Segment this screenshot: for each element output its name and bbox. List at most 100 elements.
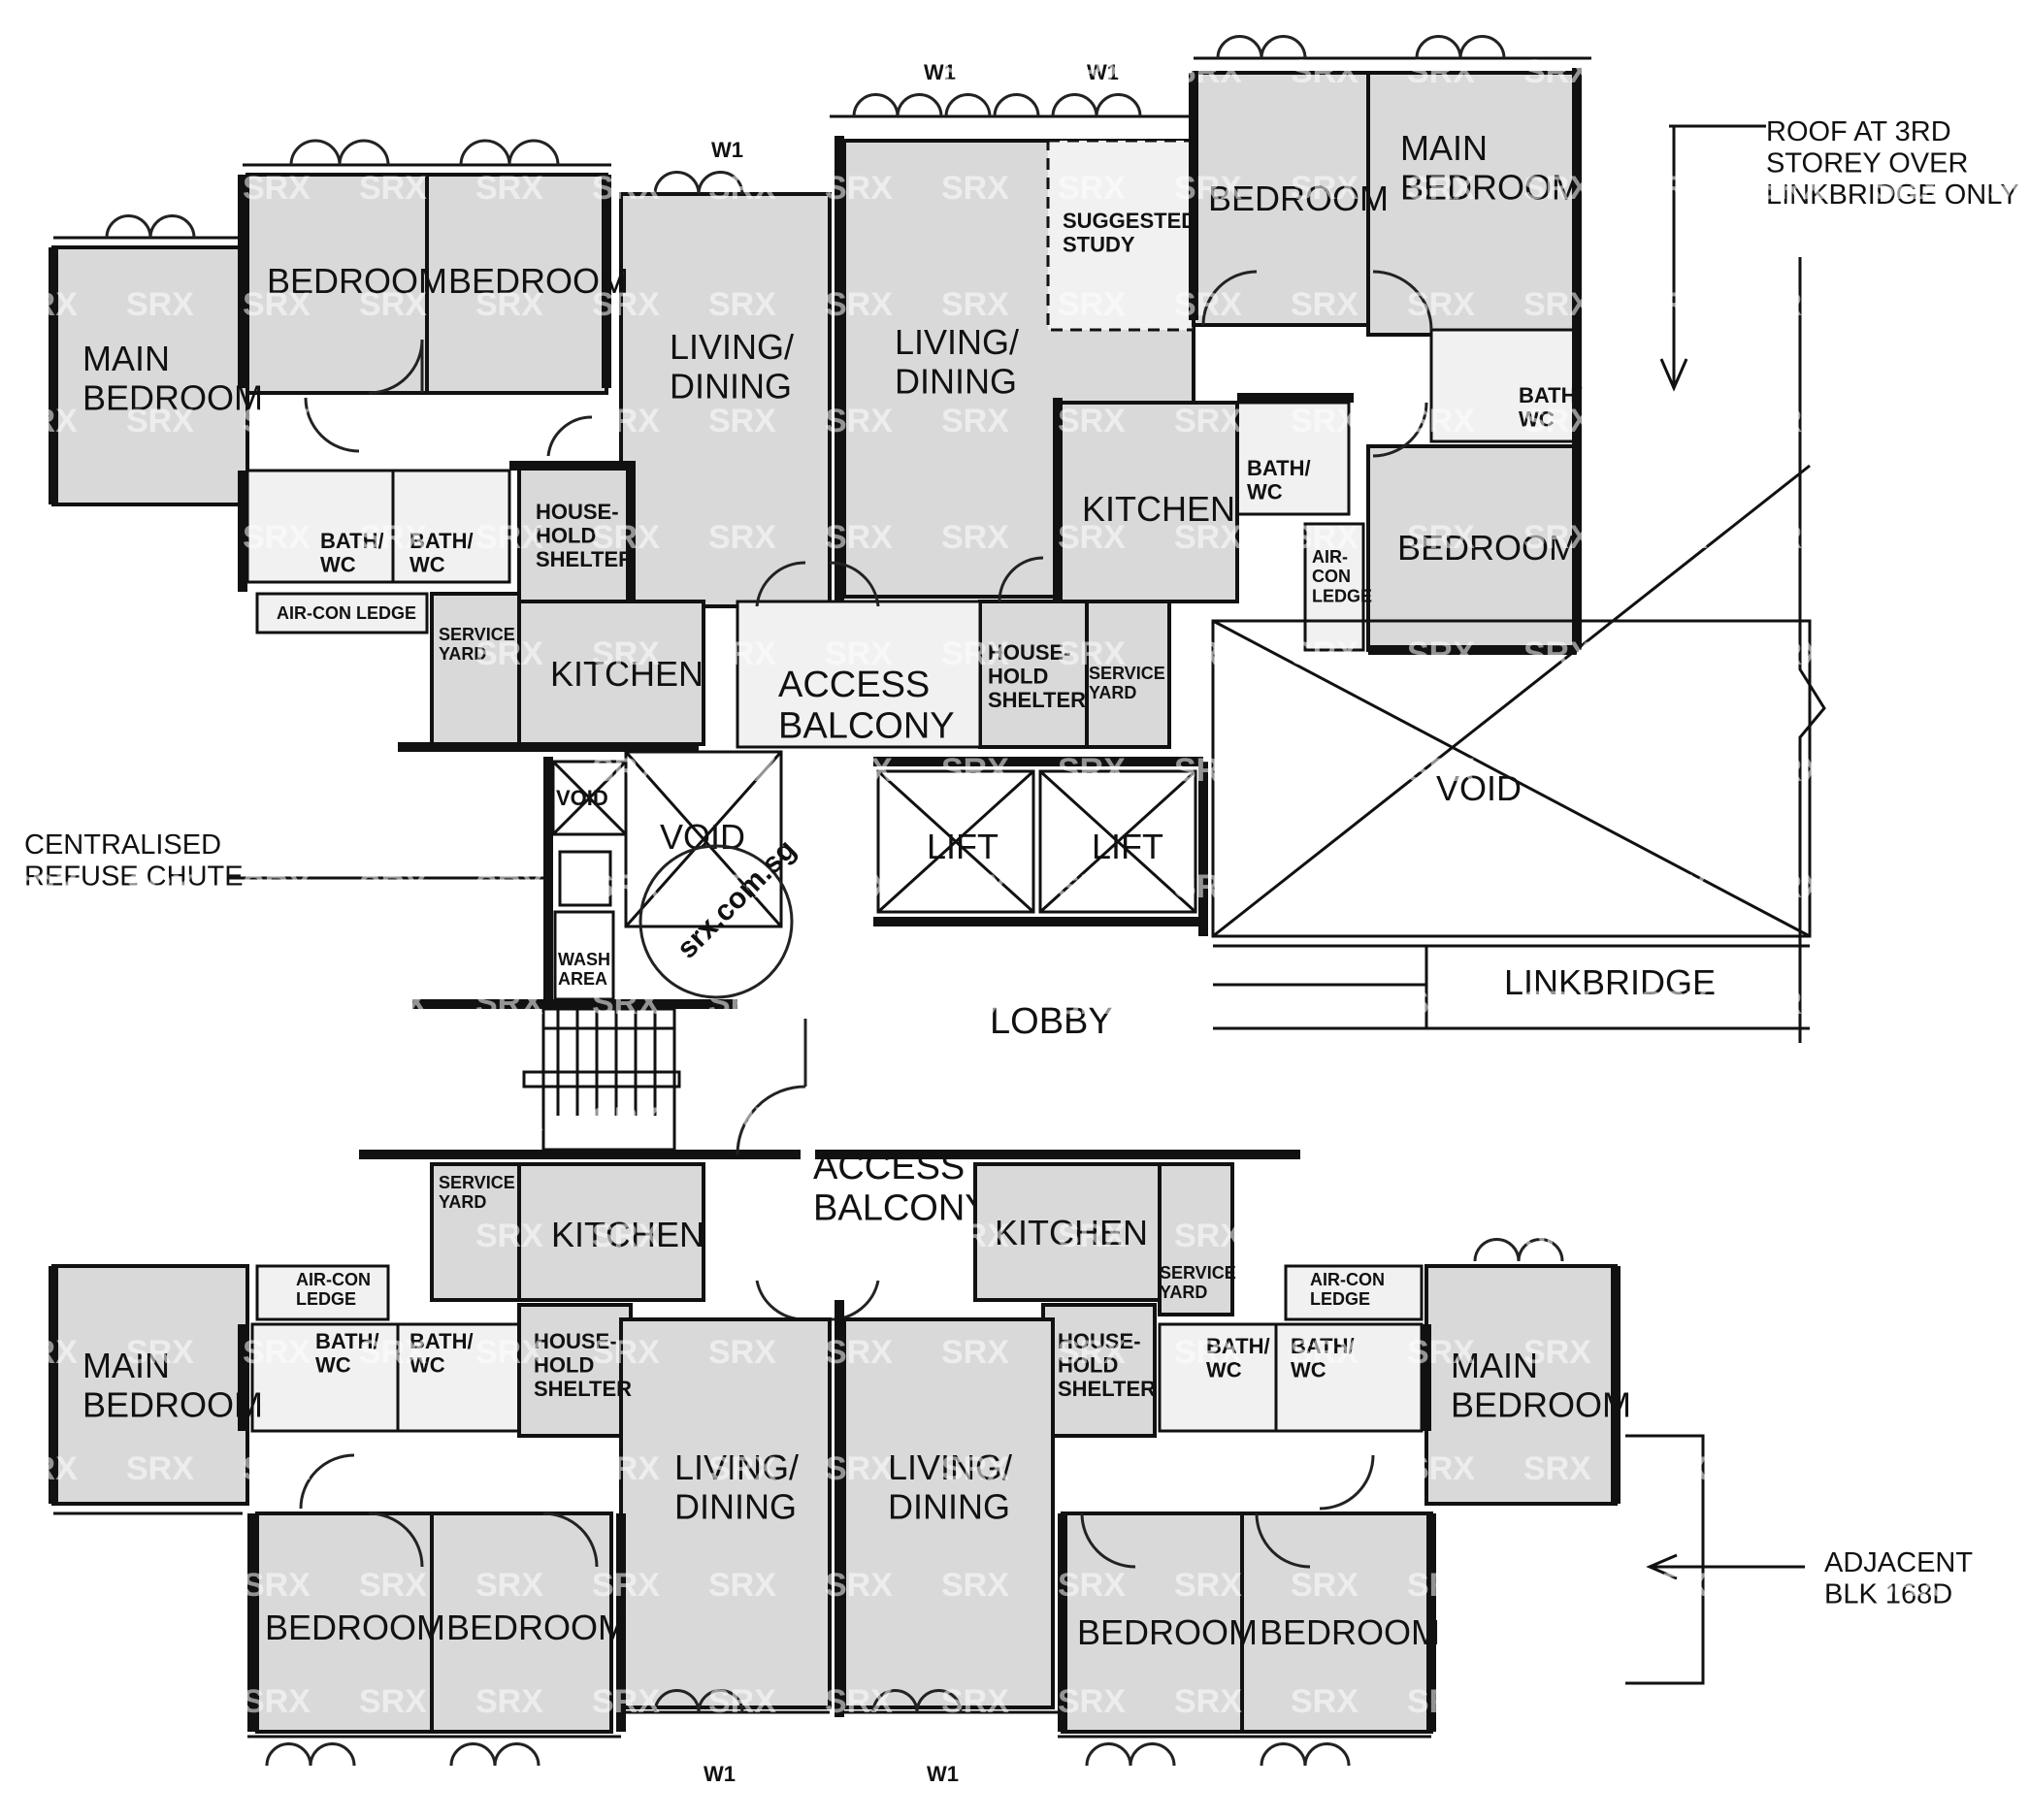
watermark-tile: SRX: [126, 170, 194, 207]
watermark-tile: SRX: [1640, 868, 1708, 905]
watermark-tile: SRX: [941, 1683, 1009, 1720]
void-small-label: VOID: [556, 786, 608, 810]
watermark-tile: SRX: [359, 1334, 427, 1371]
watermark-tile: SRX: [825, 1683, 893, 1720]
watermark-tile: SRX: [1523, 1567, 1591, 1604]
unit-a-aircon-ledge: [255, 592, 429, 634]
watermark-tile: SRX: [1174, 1567, 1242, 1604]
watermark-tile: SRX: [1291, 868, 1359, 905]
watermark-tile: SRX: [941, 1567, 1009, 1604]
watermark-tile: SRX: [941, 868, 1009, 905]
unit-c-kitchen: [517, 1162, 705, 1302]
watermark-tile: SRX: [1291, 985, 1359, 1022]
watermark-tile: SRX: [1174, 1101, 1242, 1138]
watermark-tile: SRX: [359, 286, 427, 323]
watermark-tile: SRX: [708, 519, 776, 556]
watermark-tile: SRX: [126, 868, 194, 905]
watermark-tile: SRX: [1989, 868, 2030, 905]
watermark-tile: SRX: [592, 519, 660, 556]
watermark-tile: SRX: [1640, 403, 1708, 439]
watermark-tile: SRX: [825, 985, 893, 1022]
watermark-tile: SRX: [1407, 868, 1475, 905]
unit-a-bath-2-label: BATH/WC: [409, 529, 474, 577]
watermark-tile: SRX: [243, 286, 311, 323]
watermark-tile: SRX: [475, 403, 543, 439]
watermark-tile: SRX: [592, 286, 660, 323]
watermark-tile: SRX: [825, 403, 893, 439]
lift-2-label: LIFT: [1092, 827, 1163, 866]
watermark-tile: SRX: [243, 1101, 311, 1138]
watermark-tile: SRX: [1407, 985, 1475, 1022]
watermark-tile: SRX: [243, 1683, 311, 1720]
watermark-tile: SRX: [592, 1683, 660, 1720]
watermark-tile: SRX: [1640, 170, 1708, 207]
watermark-tile: SRX: [1523, 403, 1591, 439]
unit-d-bath-2: [1274, 1322, 1424, 1433]
watermark-tile: SRX: [592, 635, 660, 672]
watermark-tile: SRX: [1873, 1218, 1941, 1254]
watermark-tile: SRX: [825, 635, 893, 672]
watermark-tile: SRX: [592, 1101, 660, 1138]
watermark-tile: SRX: [475, 1450, 543, 1487]
watermark-tile: SRX: [475, 1334, 543, 1371]
void-large-label: VOID: [1436, 768, 1522, 808]
watermark-tile: SRX: [1523, 1218, 1591, 1254]
unit-d-bedroom-2: [1240, 1511, 1433, 1734]
watermark-tile: SRX: [825, 286, 893, 323]
watermark-tile: SRX: [1989, 1218, 2030, 1254]
watermark-tile: SRX: [126, 403, 194, 439]
watermark-tile: SRX: [243, 635, 311, 672]
watermark-tile: SRX: [243, 519, 311, 556]
watermark-tile: SRX: [1873, 170, 1941, 207]
watermark-tile: SRX: [1756, 286, 1824, 323]
watermark-tile: SRX: [1756, 1334, 1824, 1371]
unit-a-living-dining: [619, 192, 832, 608]
watermark-tile: SRX: [1407, 1450, 1475, 1487]
watermark-tile: SRX: [1640, 985, 1708, 1022]
watermark-tile: SRX: [126, 1101, 194, 1138]
watermark-tile: SRX: [1174, 286, 1242, 323]
watermark-tile: SRX: [1407, 519, 1475, 556]
watermark-tile: SRX: [1640, 635, 1708, 672]
watermark-tile: SRX: [475, 170, 543, 207]
unit-c-bath-1-label: BATH/WC: [315, 1329, 379, 1378]
watermark-tile: SRX: [475, 635, 543, 672]
watermark-tile: SRX: [475, 1101, 543, 1138]
watermark-tile: SRX: [1640, 519, 1708, 556]
watermark-tile: SRX: [708, 1683, 776, 1720]
unit-b-bedroom-label: BEDROOM: [1208, 179, 1389, 218]
watermark-tile: SRX: [1291, 1334, 1359, 1371]
watermark-tile: SRX: [1174, 1450, 1242, 1487]
watermark-tile: SRX: [1174, 403, 1242, 439]
watermark-tile: SRX: [1174, 752, 1242, 789]
watermark-tile: SRX: [1756, 403, 1824, 439]
unit-c-bath-2: [396, 1322, 521, 1433]
watermark-tile: SRX: [359, 519, 427, 556]
watermark-tile: SRX: [1407, 1683, 1475, 1720]
watermark-tile: SRX: [359, 1683, 427, 1720]
watermark-tile: SRX: [1291, 752, 1359, 789]
watermark-tile: SRX: [941, 1101, 1009, 1138]
unit-d-aircon-ledge: [1284, 1264, 1424, 1321]
watermark-tile: SRX: [475, 752, 543, 789]
unit-a-kitchen: [517, 600, 705, 746]
watermark-tile: SRX: [359, 752, 427, 789]
watermark-tile: SRX: [10, 635, 78, 672]
watermark-tile: SRX: [941, 53, 1009, 90]
watermark-tile: SRX: [1873, 635, 1941, 672]
watermark-tile: SRX: [825, 868, 893, 905]
watermark-tile: SRX: [1873, 1334, 1941, 1371]
watermark-tile: SRX: [1640, 1101, 1708, 1138]
watermark-tile: SRX: [708, 53, 776, 90]
watermark-tile: SRX: [1989, 1101, 2030, 1138]
watermark-tile: SRX: [1407, 1567, 1475, 1604]
watermark-tile: SRX: [475, 519, 543, 556]
watermark-tile: SRX: [243, 1218, 311, 1254]
watermark-tile: SRX: [1523, 1334, 1591, 1371]
watermark-tile: SRX: [10, 1683, 78, 1720]
